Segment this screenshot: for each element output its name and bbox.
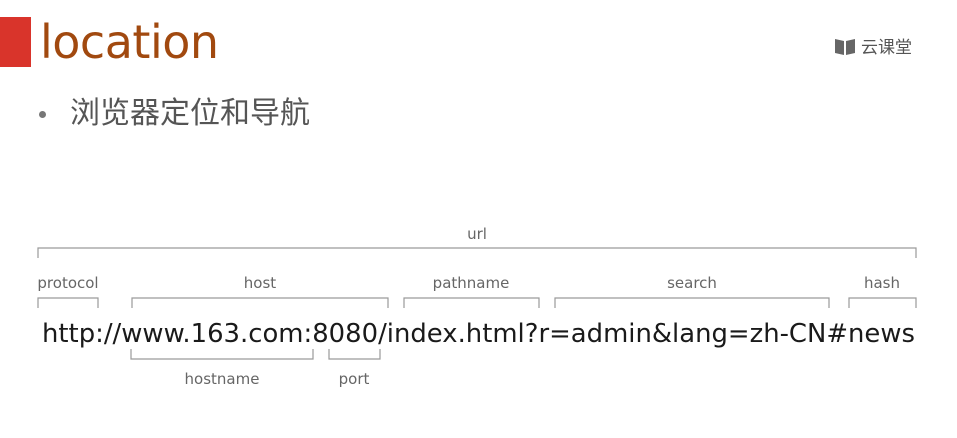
brace-protocol xyxy=(37,297,99,308)
brace-url xyxy=(37,247,917,258)
brace-pathname xyxy=(403,297,540,308)
brace-host xyxy=(131,297,389,308)
brace-search xyxy=(554,297,830,308)
label-search: search xyxy=(667,274,717,292)
bullet-text: 浏览器定位和导航 xyxy=(70,96,310,131)
url-string: http://www.163.com:8080/index.html?r=adm… xyxy=(42,319,915,349)
brace-hash xyxy=(848,297,917,308)
label-pathname: pathname xyxy=(433,274,510,292)
book-icon xyxy=(835,38,855,55)
title-accent-bar xyxy=(0,17,31,67)
label-port: port xyxy=(339,370,370,388)
brace-port xyxy=(328,349,381,360)
label-host: host xyxy=(244,274,276,292)
bullet-dot xyxy=(39,110,46,118)
brace-hostname xyxy=(130,349,314,360)
logo-text: 云课堂 xyxy=(861,38,912,58)
label-hostname: hostname xyxy=(185,370,260,388)
slide-title: location xyxy=(40,15,219,69)
bullet-item: 浏览器定位和导航 xyxy=(39,92,310,136)
label-protocol: protocol xyxy=(37,274,98,292)
label-url: url xyxy=(467,225,487,243)
brand-logo: 云课堂 xyxy=(834,33,912,58)
label-hash: hash xyxy=(864,274,900,292)
